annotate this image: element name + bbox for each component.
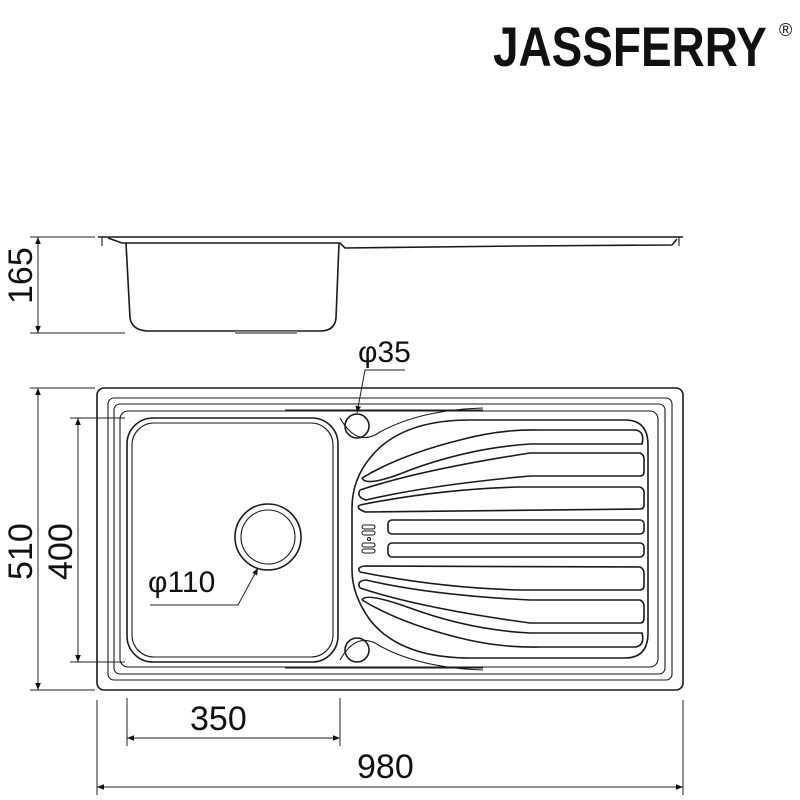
dim-tap-hole: φ35 [358,336,411,369]
top-view [96,387,684,691]
waste-hole [234,503,302,571]
dim-waste-hole: φ110 [148,566,215,599]
dim-overall-width: 510 [2,523,40,580]
dim-overall-length: 980 [357,748,414,786]
tap-hole [344,413,370,439]
dim-depth: 165 [2,247,40,304]
brand-logo: JASSFERRY [493,16,767,78]
side-view [98,236,683,334]
dim-bowl-width: 400 [42,523,80,580]
dim-bowl-length: 350 [190,700,247,738]
dimension-lines [30,236,684,795]
registered-mark: ® [779,20,792,40]
drainer-ribs [357,429,645,648]
